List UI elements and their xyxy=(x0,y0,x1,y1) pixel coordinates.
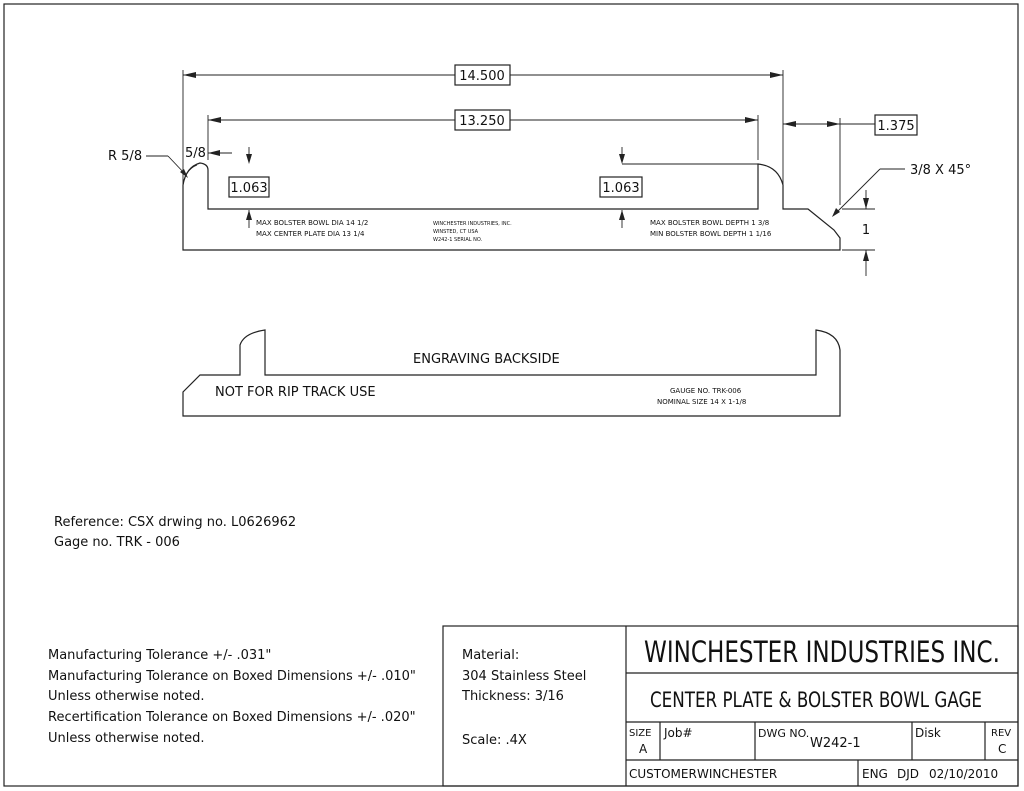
tolerance-line: Recertification Tolerance on Boxed Dimen… xyxy=(48,710,416,725)
arrowhead xyxy=(183,72,196,78)
gage-outline-back xyxy=(182,329,841,417)
dim-box-step xyxy=(874,114,918,136)
radius-label: R 5/8 xyxy=(108,149,142,164)
engrave-left-1: MAX BOLSTER BOWL DIA 14 1/2 xyxy=(256,219,368,227)
dwg-value: W242-1 xyxy=(810,736,861,751)
tolerance-line: Unless otherwise noted. xyxy=(48,731,205,746)
arrowhead xyxy=(208,117,221,123)
arrowhead xyxy=(770,72,783,78)
dim-text-overall: 14.500 xyxy=(459,69,505,84)
arrowhead xyxy=(832,208,840,217)
engrave-left-2: MAX CENTER PLATE DIA 13 1/4 xyxy=(256,230,365,238)
tolerance-line: Manufacturing Tolerance on Boxed Dimensi… xyxy=(48,669,416,684)
height-label: 1 xyxy=(862,223,870,238)
eng-label: ENG xyxy=(862,767,888,781)
arrowhead xyxy=(246,154,252,164)
dim-box-inner xyxy=(454,109,511,131)
dim-box-depth-right xyxy=(599,176,643,198)
dim-text-inner: 13.250 xyxy=(459,114,505,129)
gauge-no: GAUGE NO. TRK-006 xyxy=(670,387,742,395)
eng-value: DJD xyxy=(897,767,919,781)
disk-label: Disk xyxy=(915,726,941,740)
engrave-mid-2: WINSTED, CT USA xyxy=(433,229,479,235)
arrowhead xyxy=(863,198,869,209)
job-label: Job# xyxy=(663,726,693,740)
dim-text-step: 1.375 xyxy=(877,119,914,134)
drawing-title: CENTER PLATE & BOLSTER BOWL GAGE xyxy=(650,688,982,712)
material-value: 304 Stainless Steel xyxy=(462,669,586,684)
arrowhead xyxy=(827,121,840,127)
leader-line xyxy=(834,168,881,215)
customer-value: WINCHESTER xyxy=(697,767,777,781)
step-label: 5/8 xyxy=(185,146,206,161)
customer-label: CUSTOMER xyxy=(629,767,697,781)
engrave-mid-3: W242-1 SERIAL NO. xyxy=(433,237,483,243)
engrave-mid-1: WINCHESTER INDUSTRIES, INC. xyxy=(433,221,512,227)
reference-line-2: Gage no. TRK - 006 xyxy=(54,535,180,550)
rev-value: C xyxy=(998,742,1006,756)
engrave-right-2: MIN BOLSTER BOWL DEPTH 1 1/16 xyxy=(650,230,772,238)
dim-text-depth-left: 1.063 xyxy=(230,181,267,196)
thickness: Thickness: 3/16 xyxy=(461,689,564,704)
rip-track-warning: NOT FOR RIP TRACK USE xyxy=(215,385,376,400)
chamfer-label: 3/8 X 45° xyxy=(910,163,971,178)
arrowhead xyxy=(745,117,758,123)
size-label: SIZE xyxy=(629,728,651,739)
title-block: Material: 304 Stainless Steel Thickness:… xyxy=(442,625,1019,787)
engrave-right-1: MAX BOLSTER BOWL DEPTH 1 3/8 xyxy=(650,219,769,227)
dim-text-depth-right: 1.063 xyxy=(602,181,639,196)
nominal-size: NOMINAL SIZE 14 X 1-1/8 xyxy=(657,398,746,406)
arrowhead xyxy=(619,210,625,220)
tolerance-line: Manufacturing Tolerance +/- .031" xyxy=(48,648,271,663)
company-name: WINCHESTER INDUSTRIES INC. xyxy=(644,635,1000,669)
date-value: 02/10/2010 xyxy=(929,767,998,781)
reference-line-1: Reference: CSX drwing no. L0626962 xyxy=(54,515,296,530)
tolerance-notes: Manufacturing Tolerance +/- .031" Manufa… xyxy=(48,648,416,746)
arrowhead xyxy=(246,210,252,220)
tolerance-line: Unless otherwise noted. xyxy=(48,689,205,704)
arrowhead xyxy=(619,154,625,164)
scale: Scale: .4X xyxy=(462,733,527,748)
engraving-backside-title: ENGRAVING BACKSIDE xyxy=(413,352,560,367)
material-label: Material: xyxy=(462,648,519,663)
arrowhead xyxy=(863,250,869,261)
dim-box-depth-left xyxy=(228,176,270,198)
size-value: A xyxy=(639,742,648,756)
rev-label: REV xyxy=(991,728,1011,739)
dwg-label: DWG NO. xyxy=(758,727,809,740)
arrowhead xyxy=(180,169,188,178)
arrowhead xyxy=(783,121,796,127)
title-block-frame xyxy=(442,625,1019,787)
dim-box-overall xyxy=(454,64,511,86)
arrowhead xyxy=(208,150,220,156)
